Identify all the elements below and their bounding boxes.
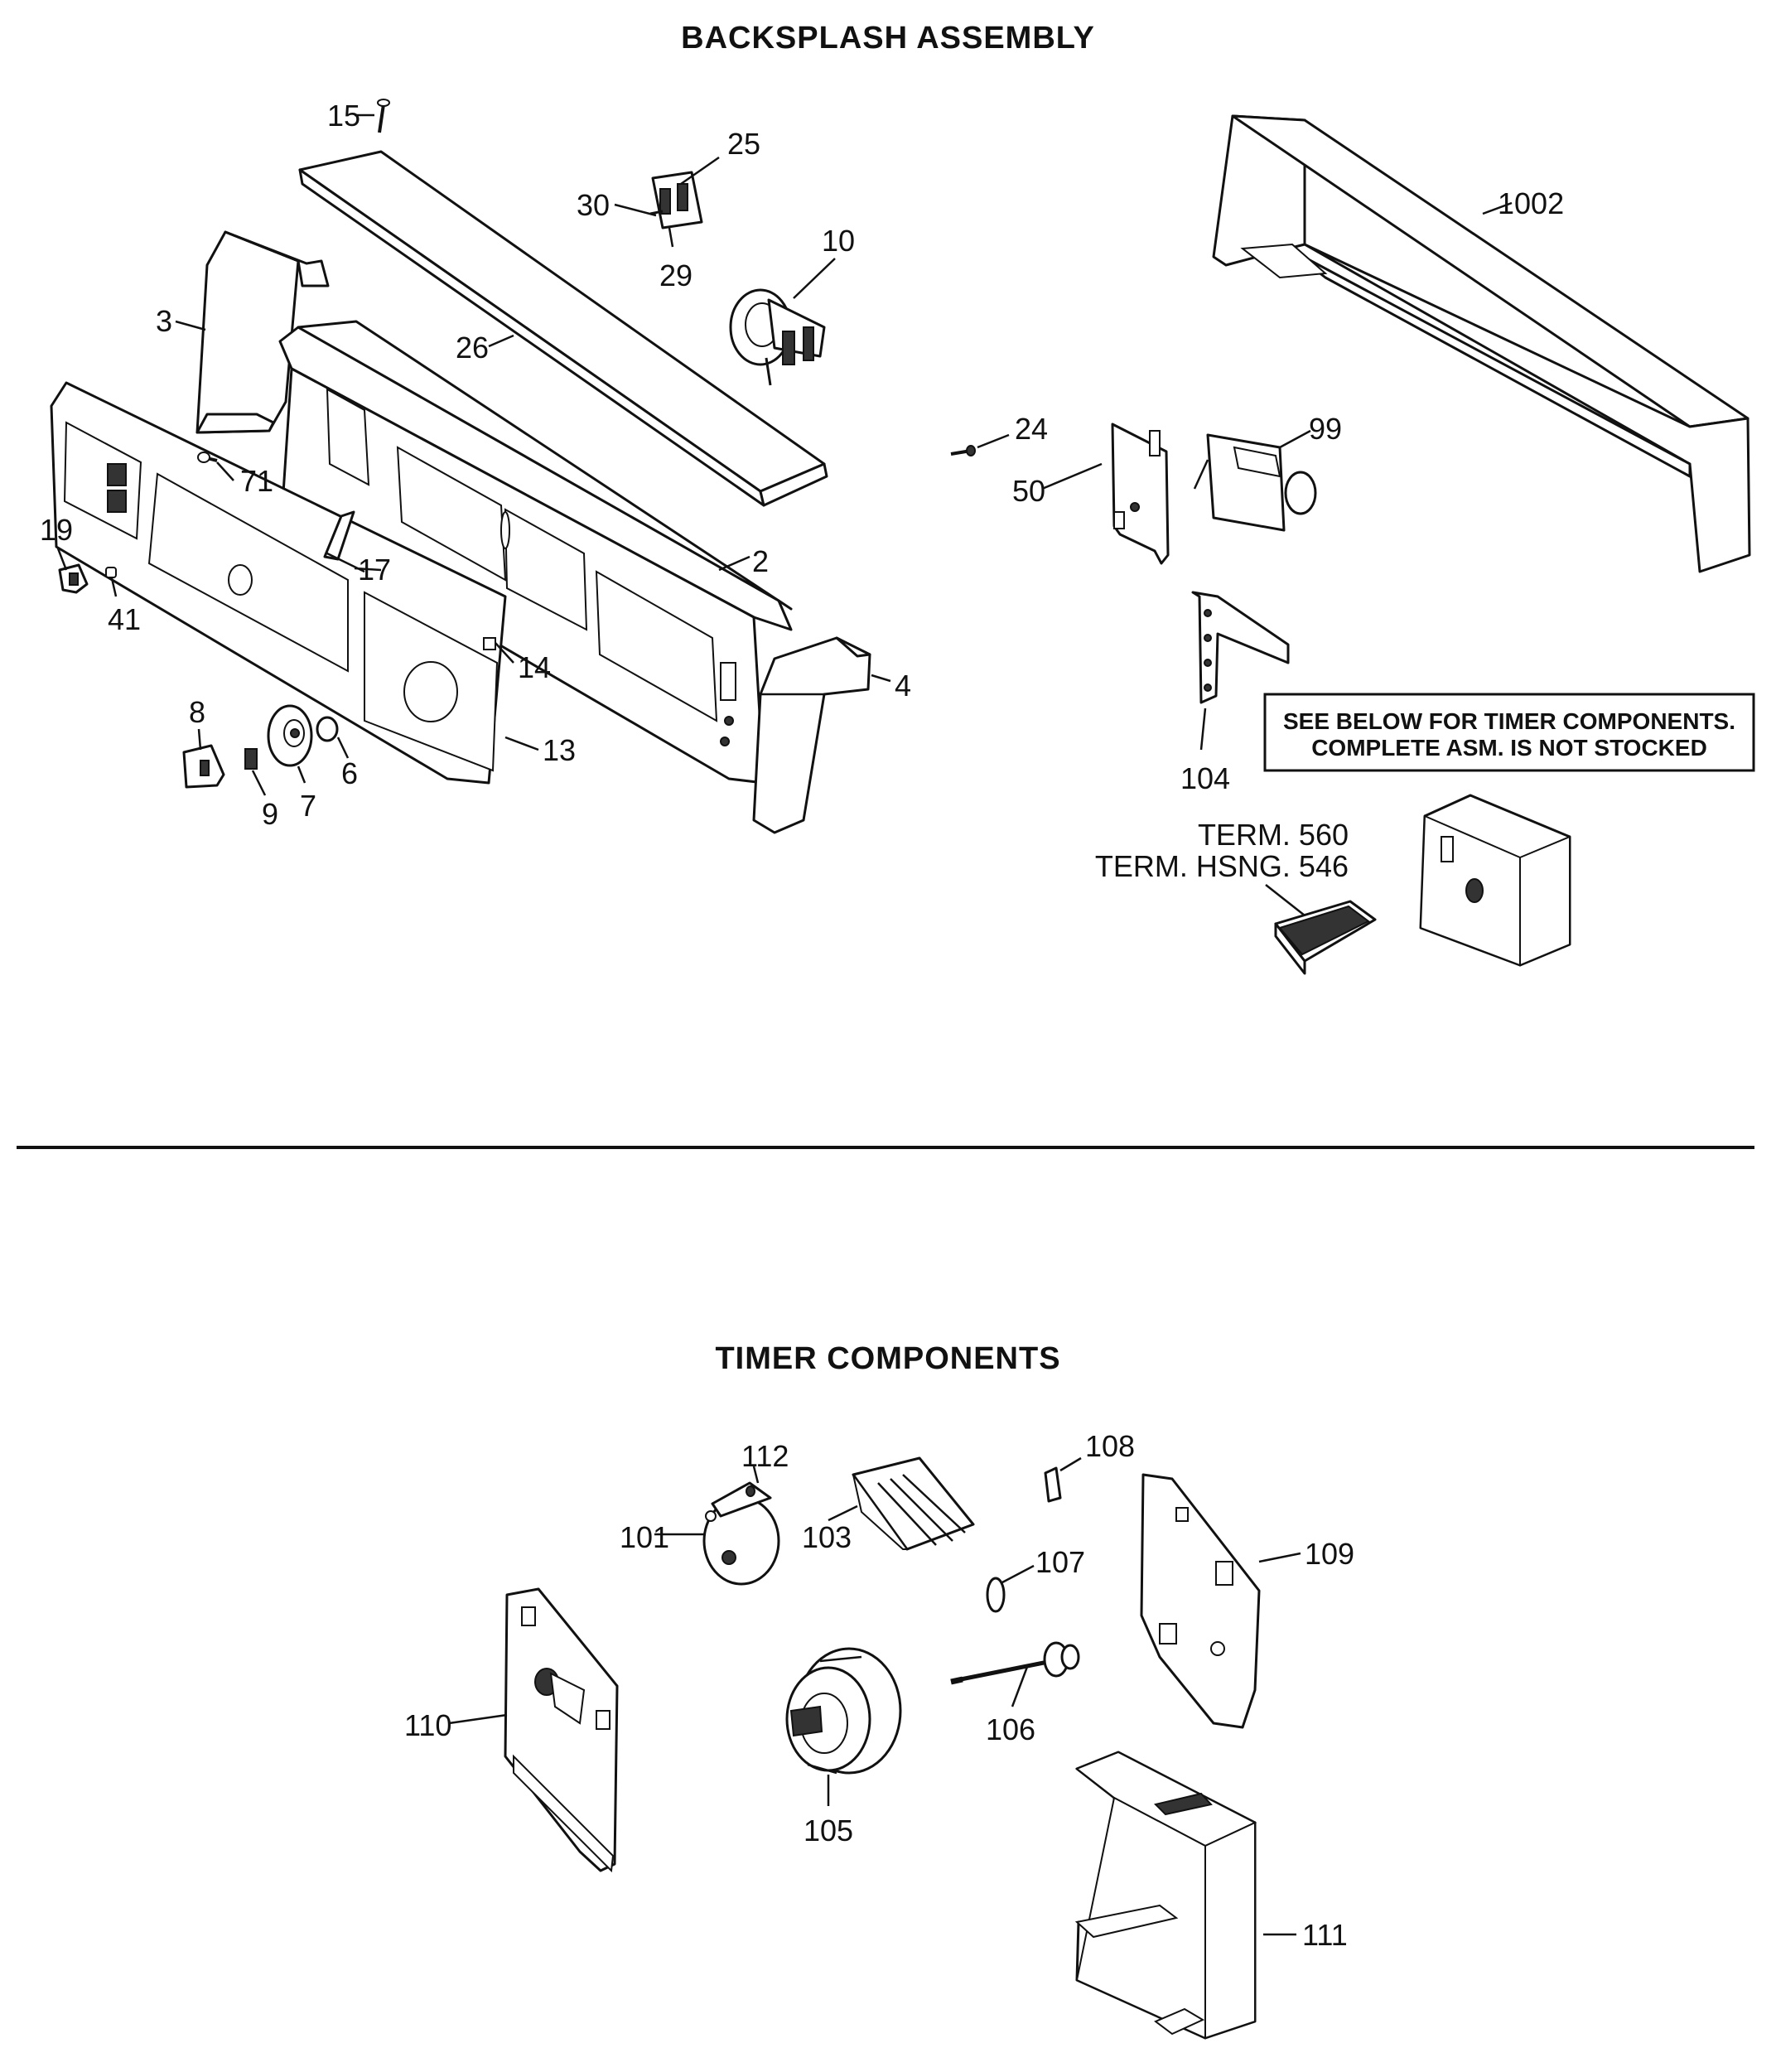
callout-26: 26 (456, 331, 489, 365)
part-24-screw (950, 445, 976, 456)
part-26-top-trim (298, 150, 828, 507)
callout-25: 25 (727, 127, 760, 161)
part-terminal-housing (1274, 900, 1377, 975)
part-106-shaft (950, 1641, 1080, 1685)
part-112-screw (746, 1485, 755, 1497)
callout-30: 30 (577, 188, 610, 222)
callout-99: 99 (1309, 412, 1342, 446)
part-101-timer-motor (702, 1481, 780, 1586)
callout-7: 7 (300, 789, 316, 823)
part-25-switch (649, 171, 703, 229)
callout-107: 107 (1035, 1545, 1085, 1579)
part-13-front-panel (50, 381, 507, 785)
callout-numbers: 15 25 30 29 10 3 26 71 19 41 17 2 14 4 8… (40, 99, 1564, 1952)
callout-101: 101 (620, 1520, 669, 1554)
callout-9: 9 (262, 797, 278, 831)
callout-1002: 1002 (1498, 186, 1564, 220)
term-560-label: TERM. 560 (1198, 818, 1349, 852)
callout-29: 29 (659, 258, 693, 292)
backsplash-assembly-title: BACKSPLASH ASSEMBLY (681, 21, 1095, 56)
term-hsng-546-label: TERM. HSNG. 546 (1095, 849, 1349, 883)
callout-50: 50 (1012, 474, 1045, 508)
callout-104: 104 (1180, 761, 1230, 795)
callout-10: 10 (822, 224, 855, 258)
part-71-screw (197, 452, 218, 463)
part-4-right-end-cap (752, 636, 871, 834)
callout-2: 2 (752, 544, 769, 578)
part-105-cam (785, 1647, 902, 1775)
callout-4: 4 (895, 669, 911, 703)
callout-110: 110 (404, 1708, 451, 1742)
part-15-screw (377, 99, 390, 133)
callout-106: 106 (986, 1712, 1035, 1746)
callout-15: 15 (327, 99, 360, 133)
part-8-knob (182, 744, 225, 789)
part-9-spring (244, 748, 258, 770)
note-line-1: SEE BELOW FOR TIMER COMPONENTS. (1283, 708, 1735, 734)
callout-19: 19 (40, 513, 73, 547)
note-line-2: COMPLETE ASM. IS NOT STOCKED (1311, 735, 1707, 761)
part-108-clip (1044, 1466, 1062, 1503)
part-10-pressure-switch (729, 288, 826, 386)
callout-41: 41 (108, 602, 141, 636)
part-50-bracket (1111, 423, 1170, 565)
part-3-left-end-cap (195, 230, 330, 434)
part-104-bracket (1191, 591, 1290, 704)
callout-108: 108 (1085, 1429, 1135, 1463)
callout-24: 24 (1015, 412, 1048, 446)
part-109-frame-plate (1140, 1473, 1261, 1729)
part-7-dial (267, 704, 313, 767)
callout-109: 109 (1305, 1537, 1354, 1571)
part-41-clip (105, 567, 117, 578)
timer-note-box: SEE BELOW FOR TIMER COMPONENTS. COMPLETE… (1263, 693, 1755, 772)
part-103-terminal-block (852, 1456, 975, 1551)
timer-components-title: TIMER COMPONENTS (715, 1341, 1060, 1376)
callout-6: 6 (341, 756, 358, 790)
part-14-clip (483, 637, 496, 650)
callout-8: 8 (189, 695, 205, 729)
callout-111: 111 (1302, 1918, 1348, 1952)
callout-13: 13 (543, 733, 576, 767)
part-19-knob (58, 563, 89, 594)
callout-14: 14 (518, 650, 551, 684)
callout-103: 103 (802, 1520, 852, 1554)
callout-17: 17 (358, 553, 391, 587)
callout-105: 105 (804, 1814, 853, 1847)
part-6-knob (316, 716, 339, 742)
part-1002-backsplash-cover (1212, 114, 1751, 573)
callout-112: 112 (741, 1439, 789, 1473)
part-2-control-housing (278, 320, 793, 785)
part-99-timer (1193, 433, 1317, 532)
callout-3: 3 (156, 304, 172, 338)
part-110-base-plate (504, 1587, 619, 1873)
part-111-timer-cover (1074, 1751, 1257, 2040)
part-timer-assembly (1419, 794, 1571, 967)
callout-leaders (56, 114, 1513, 1936)
callout-71: 71 (240, 464, 273, 498)
part-107-spring (986, 1577, 1006, 1613)
